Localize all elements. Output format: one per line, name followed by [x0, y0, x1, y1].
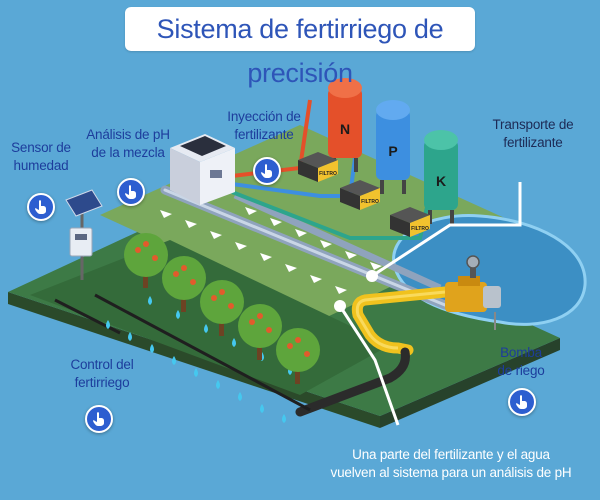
hand-pointer-icon: [516, 395, 527, 409]
hand-pointer-icon: [261, 164, 272, 178]
filter-n: FILTRO: [298, 152, 338, 182]
hotspot-bomba[interactable]: [508, 388, 536, 416]
svg-text:N: N: [340, 121, 350, 137]
page-title: Sistema de fertirriego de precisión: [125, 7, 475, 88]
filter-p: FILTRO: [340, 180, 380, 210]
ground-platform-side-right: [380, 338, 560, 428]
svg-text:FILTRO: FILTRO: [411, 226, 429, 232]
hotspot-inyeccion[interactable]: [253, 157, 281, 185]
tank-n: N: [328, 78, 362, 172]
irrigation-main-pipe: [295, 347, 410, 417]
hotspot-control[interactable]: [85, 405, 113, 433]
svg-text:P: P: [388, 143, 397, 159]
tank-p: P: [376, 100, 410, 194]
svg-text:K: K: [436, 173, 446, 189]
ground-platform-side: [8, 292, 380, 428]
hand-pointer-icon: [125, 185, 136, 199]
hand-pointer-icon: [35, 200, 46, 214]
hand-pointer-icon: [93, 412, 104, 426]
svg-text:FILTRO: FILTRO: [319, 171, 337, 177]
svg-text:FILTRO: FILTRO: [361, 199, 379, 205]
fruit-trees: [124, 233, 320, 384]
hotspot-sensor-humedad[interactable]: [27, 193, 55, 221]
irrigation-pump: [445, 255, 501, 330]
callout-dot-return: [334, 300, 346, 312]
hotspot-analisis-ph[interactable]: [117, 178, 145, 206]
filter-k: FILTRO: [390, 207, 430, 237]
flow-arrows: [160, 207, 382, 294]
supply-pipe: [233, 191, 442, 292]
tank-k: K: [424, 130, 458, 224]
moisture-sensor: [65, 189, 103, 280]
control-unit: [170, 134, 235, 205]
callout-dot-transport: [366, 270, 378, 282]
callout-lines: [338, 182, 522, 426]
